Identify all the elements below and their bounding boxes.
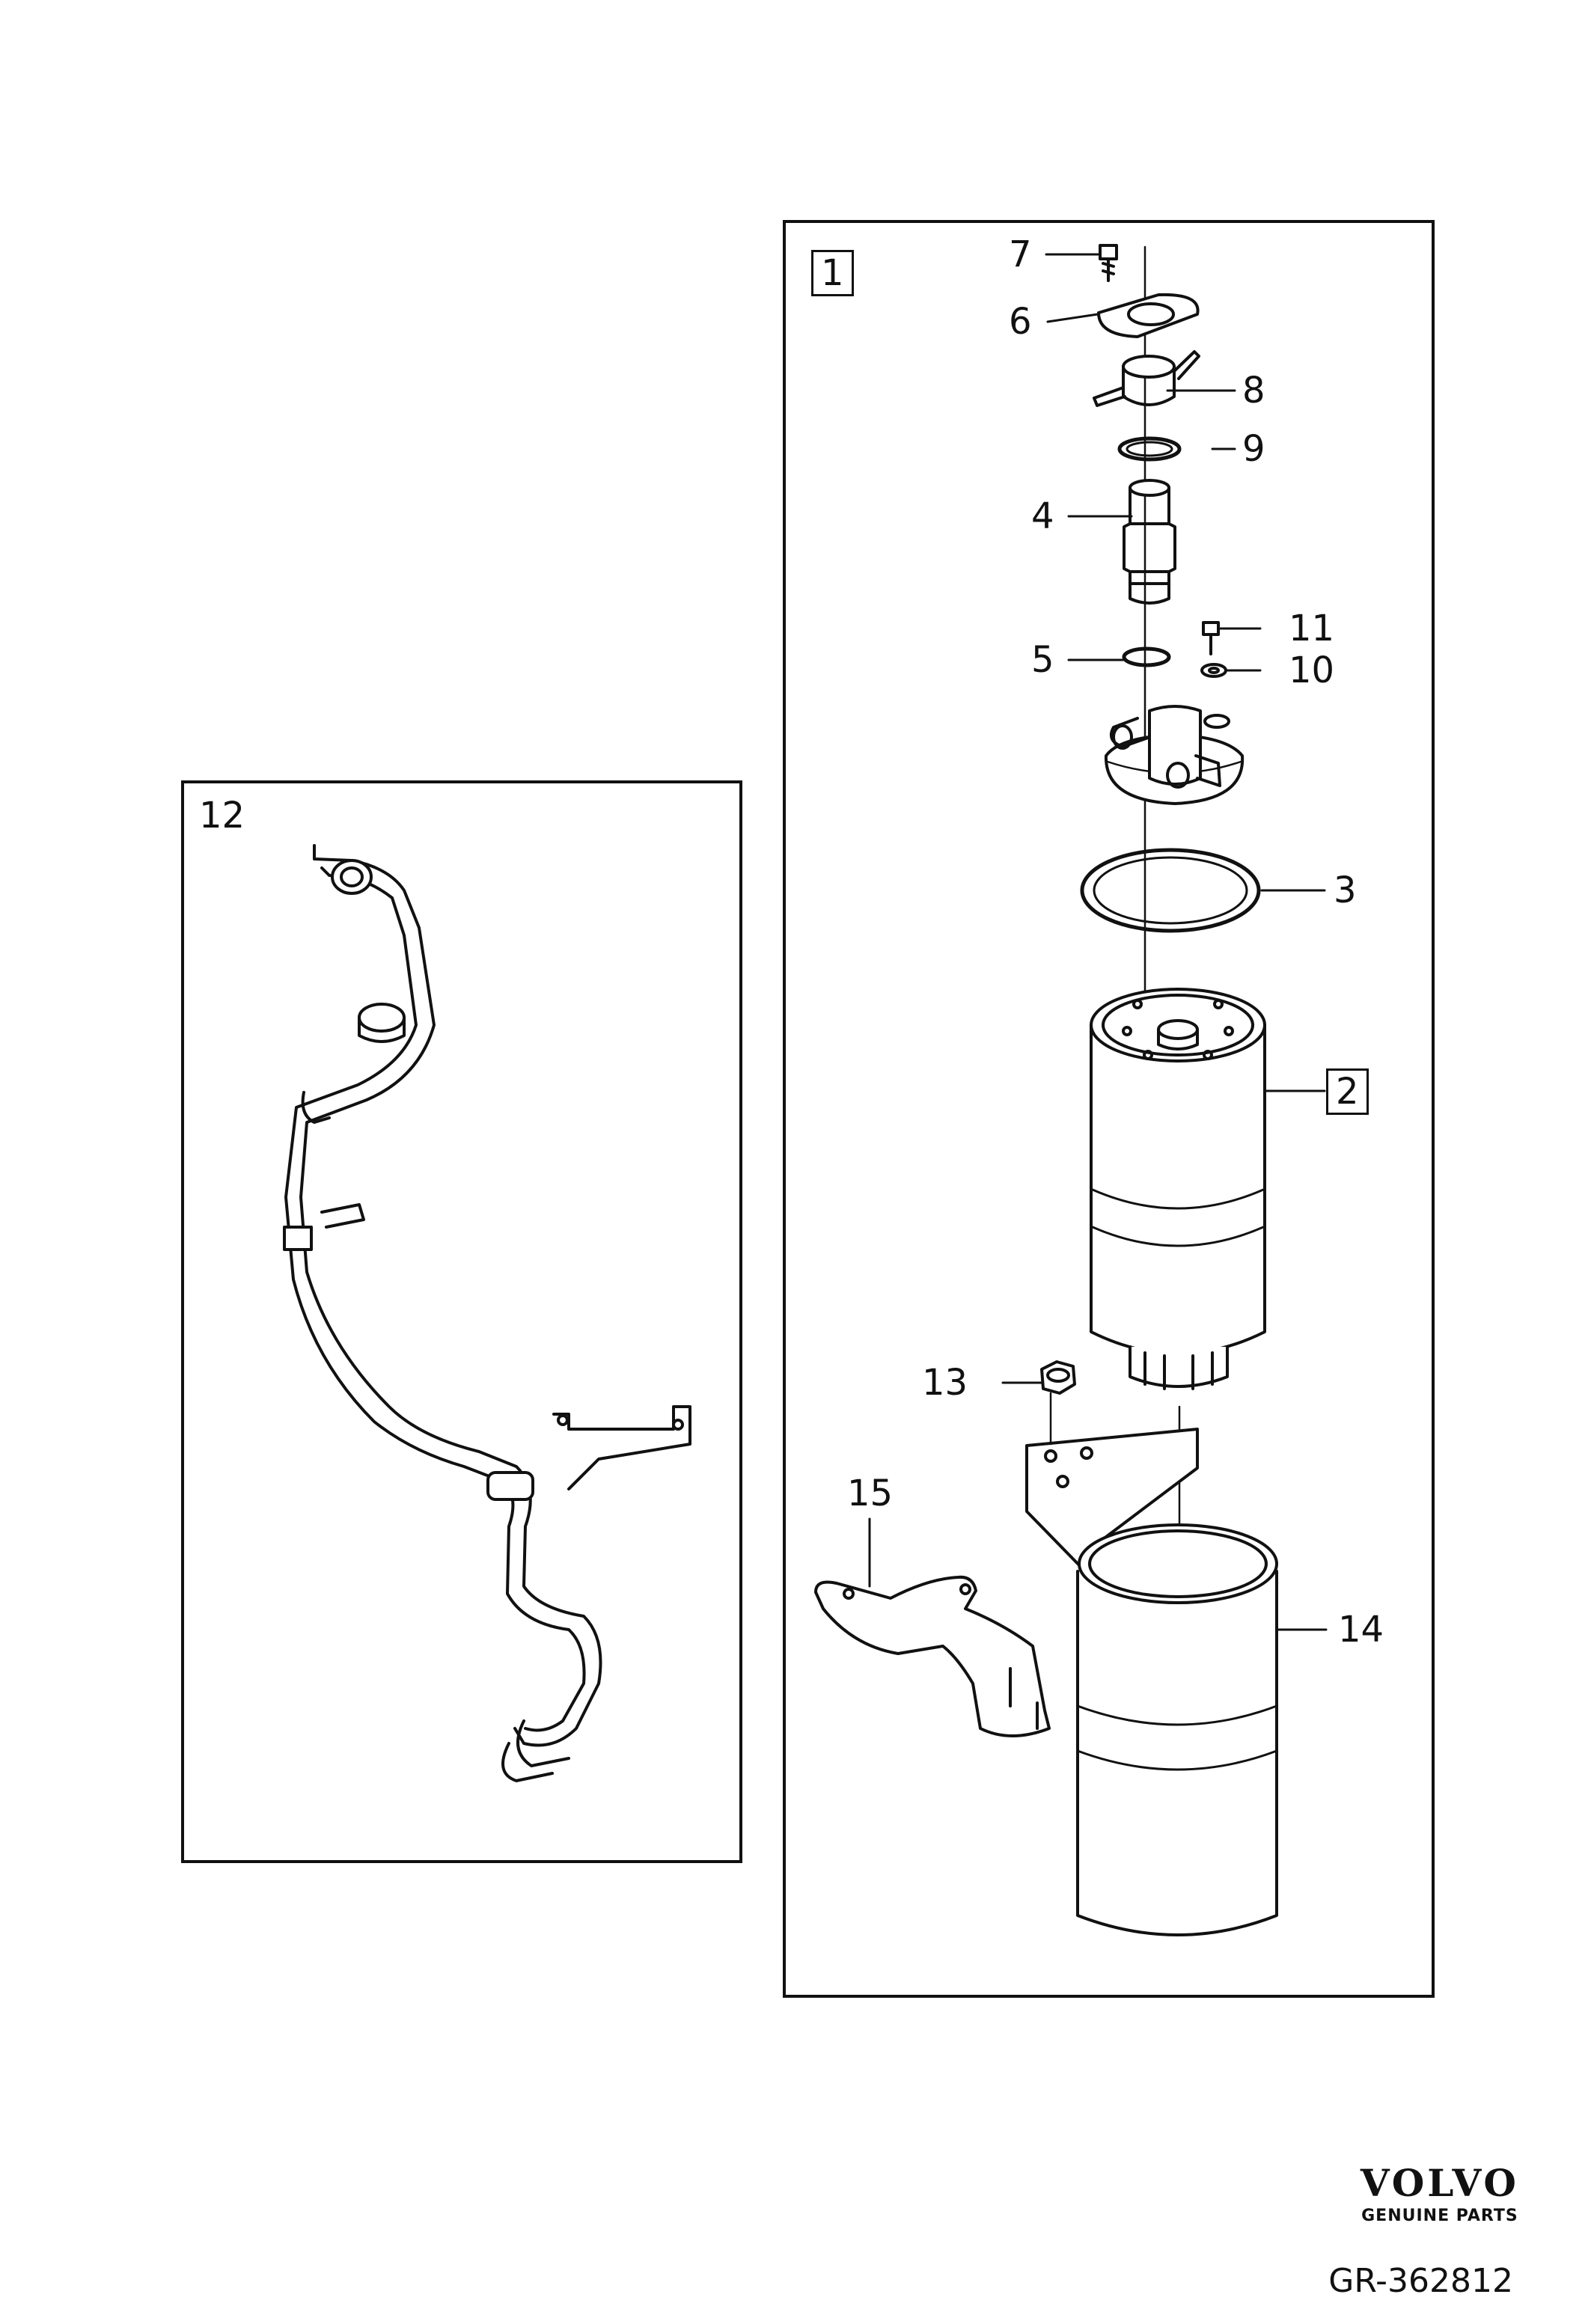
callout-2: 2	[1326, 1068, 1369, 1115]
seal-ring-3	[1080, 848, 1261, 933]
brand-tagline: GENUINE PARTS	[1361, 2207, 1518, 2225]
fuel-lines-12	[283, 844, 691, 1782]
callout-11: 11	[1289, 608, 1335, 649]
callout-4: 4	[1031, 495, 1054, 537]
callout-10: 10	[1289, 649, 1335, 691]
brand-name: VOLVO	[1360, 2161, 1519, 2205]
callout-15: 15	[847, 1473, 894, 1514]
o-ring-9	[1117, 436, 1182, 462]
callout-8: 8	[1242, 370, 1265, 412]
bolt-7	[1099, 244, 1118, 282]
valve-4	[1123, 479, 1176, 605]
filter-head	[1104, 705, 1245, 805]
flange-plate-6	[1097, 293, 1200, 338]
screw-11	[1202, 621, 1220, 655]
callout-7: 7	[1009, 233, 1032, 275]
callout-9: 9	[1242, 428, 1265, 470]
washer-10	[1200, 663, 1227, 678]
assembly-axis	[1143, 245, 1181, 1610]
diagram-reference: GR-362812	[1328, 2262, 1513, 2300]
volvo-logo: VOLVO GENUINE PARTS	[1361, 2161, 1519, 2225]
callout-14: 14	[1338, 1609, 1384, 1651]
connector-8	[1093, 350, 1200, 407]
callout-13: 13	[922, 1362, 968, 1404]
nut-13	[1040, 1360, 1076, 1395]
fuel-line-assembly-frame	[181, 780, 742, 1863]
callout-6: 6	[1009, 301, 1032, 343]
callout-3: 3	[1334, 869, 1357, 911]
o-ring-5	[1122, 646, 1171, 667]
callout-1: 1	[811, 250, 854, 296]
callout-5: 5	[1031, 639, 1054, 681]
fuel-filter-assembly-frame	[783, 220, 1435, 1998]
filter-cartridge-2	[1090, 988, 1266, 1390]
filter-housing-14	[1025, 1392, 1278, 1936]
callout-12: 12	[199, 795, 245, 837]
bracket-15	[814, 1575, 1051, 1737]
